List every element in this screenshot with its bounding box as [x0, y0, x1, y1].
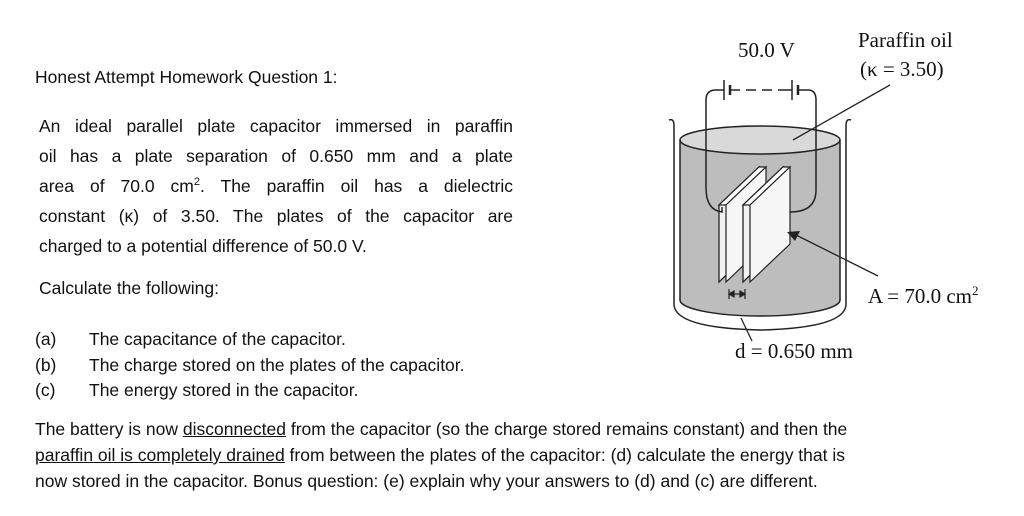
part-c-label: (c) — [35, 380, 56, 400]
followup-p4: now stored in the capacitor. Bonus quest… — [35, 471, 818, 491]
followup-p2: from the capacitor (so the charge stored… — [286, 419, 848, 439]
part-b-text: The charge stored on the plates of the c… — [89, 355, 465, 375]
wire-left — [705, 89, 724, 213]
beaker-outline — [668, 118, 852, 331]
separation-pointer — [740, 317, 753, 342]
problem-line-3b: . The paraffin oil has a dielectric — [200, 176, 513, 196]
oil-kappa-label: (κ = 3.50) — [860, 57, 944, 81]
calc-prompt: Calculate the following: — [39, 278, 219, 298]
voltage-label: 50.0 V — [738, 38, 795, 62]
problem-line-3a: area of 70.0 cm — [39, 176, 194, 196]
area-arrowhead — [787, 231, 800, 241]
part-b-label: (b) — [35, 355, 57, 375]
followup-paragraph: The battery is now disconnected from the… — [35, 416, 995, 494]
area-label: A = 70.0 cm2 — [868, 283, 979, 308]
problem-line-5: charged to a potential difference of 50.… — [39, 236, 367, 256]
separation-marker — [727, 289, 747, 299]
area-exponent: 2 — [193, 176, 200, 189]
oil-pointer — [792, 84, 891, 141]
followup-u2: paraffin oil is completely drained — [35, 445, 285, 465]
area-label-text: A = 70.0 cm — [868, 284, 972, 308]
separation-label: d = 0.650 mm — [735, 339, 853, 363]
followup-u1: disconnected — [182, 419, 286, 439]
part-a-label: (a) — [35, 329, 57, 349]
problem-line-1: An ideal parallel plate capacitor immers… — [39, 116, 513, 136]
heading: Honest Attempt Homework Question 1: — [35, 67, 338, 87]
followup-p3: from between the plates of the capacitor… — [284, 445, 845, 465]
problem-line-3: area of 70.0 cm2. The paraffin oil has a… — [39, 176, 513, 196]
followup-p1: The battery is now — [35, 419, 183, 439]
part-a-text: The capacitance of the capacitor. — [89, 329, 346, 349]
problem-line-2: oil has a plate separation of 0.650 mm a… — [39, 146, 513, 166]
wire-right — [789, 89, 817, 213]
battery-icon — [723, 80, 800, 100]
area-label-exp: 2 — [972, 283, 979, 298]
oil-name-label: Paraffin oil — [858, 28, 953, 52]
problem-line-4: constant (κ) of 3.50. The plates of the … — [39, 206, 513, 226]
part-c-text: The energy stored in the capacitor. — [89, 380, 359, 400]
area-pointer — [789, 231, 879, 277]
